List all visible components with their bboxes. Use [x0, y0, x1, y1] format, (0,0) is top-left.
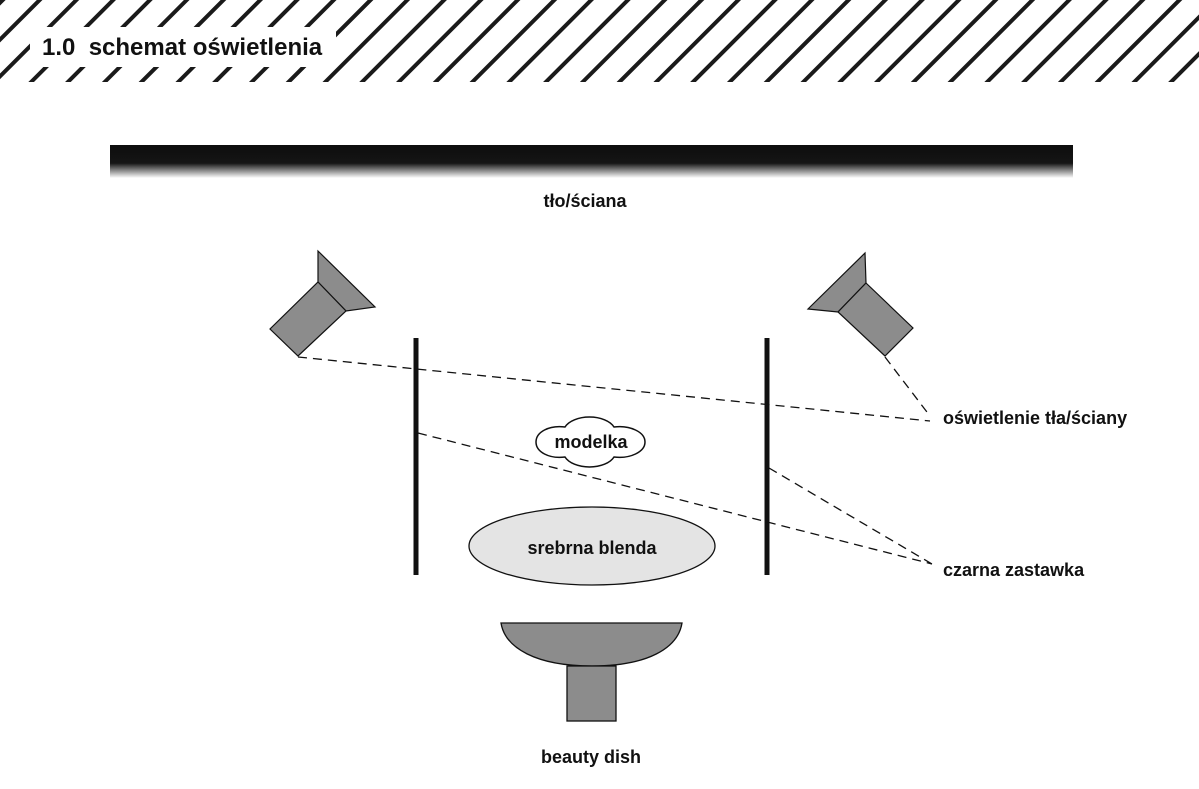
- beauty-dish-bowl: [500, 622, 683, 667]
- model: modelka: [535, 416, 646, 468]
- callout-lines: [297, 356, 933, 565]
- left-light-body: [269, 281, 347, 357]
- right-light-body: [837, 282, 914, 357]
- callout-line-left-flag: [417, 432, 933, 565]
- model-label: modelka: [554, 432, 628, 452]
- reflector-label: srebrna blenda: [527, 538, 657, 558]
- beauty-dish-label: beauty dish: [541, 747, 641, 767]
- callout-line-right-light: [884, 356, 931, 417]
- header-band: 1.0 schemat oświetlenia: [0, 0, 1199, 82]
- model-shape: [535, 416, 646, 468]
- reflector-shape: [468, 506, 716, 586]
- title-box: [30, 27, 336, 67]
- background-wall: [110, 145, 1073, 178]
- callout-line-right-flag: [768, 467, 933, 565]
- page-title: 1.0 schemat oświetlenia: [42, 34, 323, 61]
- black-flag-callout: czarna zastawka: [943, 560, 1085, 580]
- beauty-dish-stand: [566, 665, 617, 722]
- left-background-light: [269, 249, 377, 357]
- background-wall-label: tło/ściana: [543, 191, 627, 211]
- background-lighting-callout: oświetlenie tła/ściany: [943, 408, 1127, 428]
- right-background-light: [806, 251, 914, 357]
- beauty-dish: [500, 622, 683, 722]
- callout-line-left-light: [297, 356, 931, 422]
- silver-reflector: srebrna blenda: [468, 506, 716, 586]
